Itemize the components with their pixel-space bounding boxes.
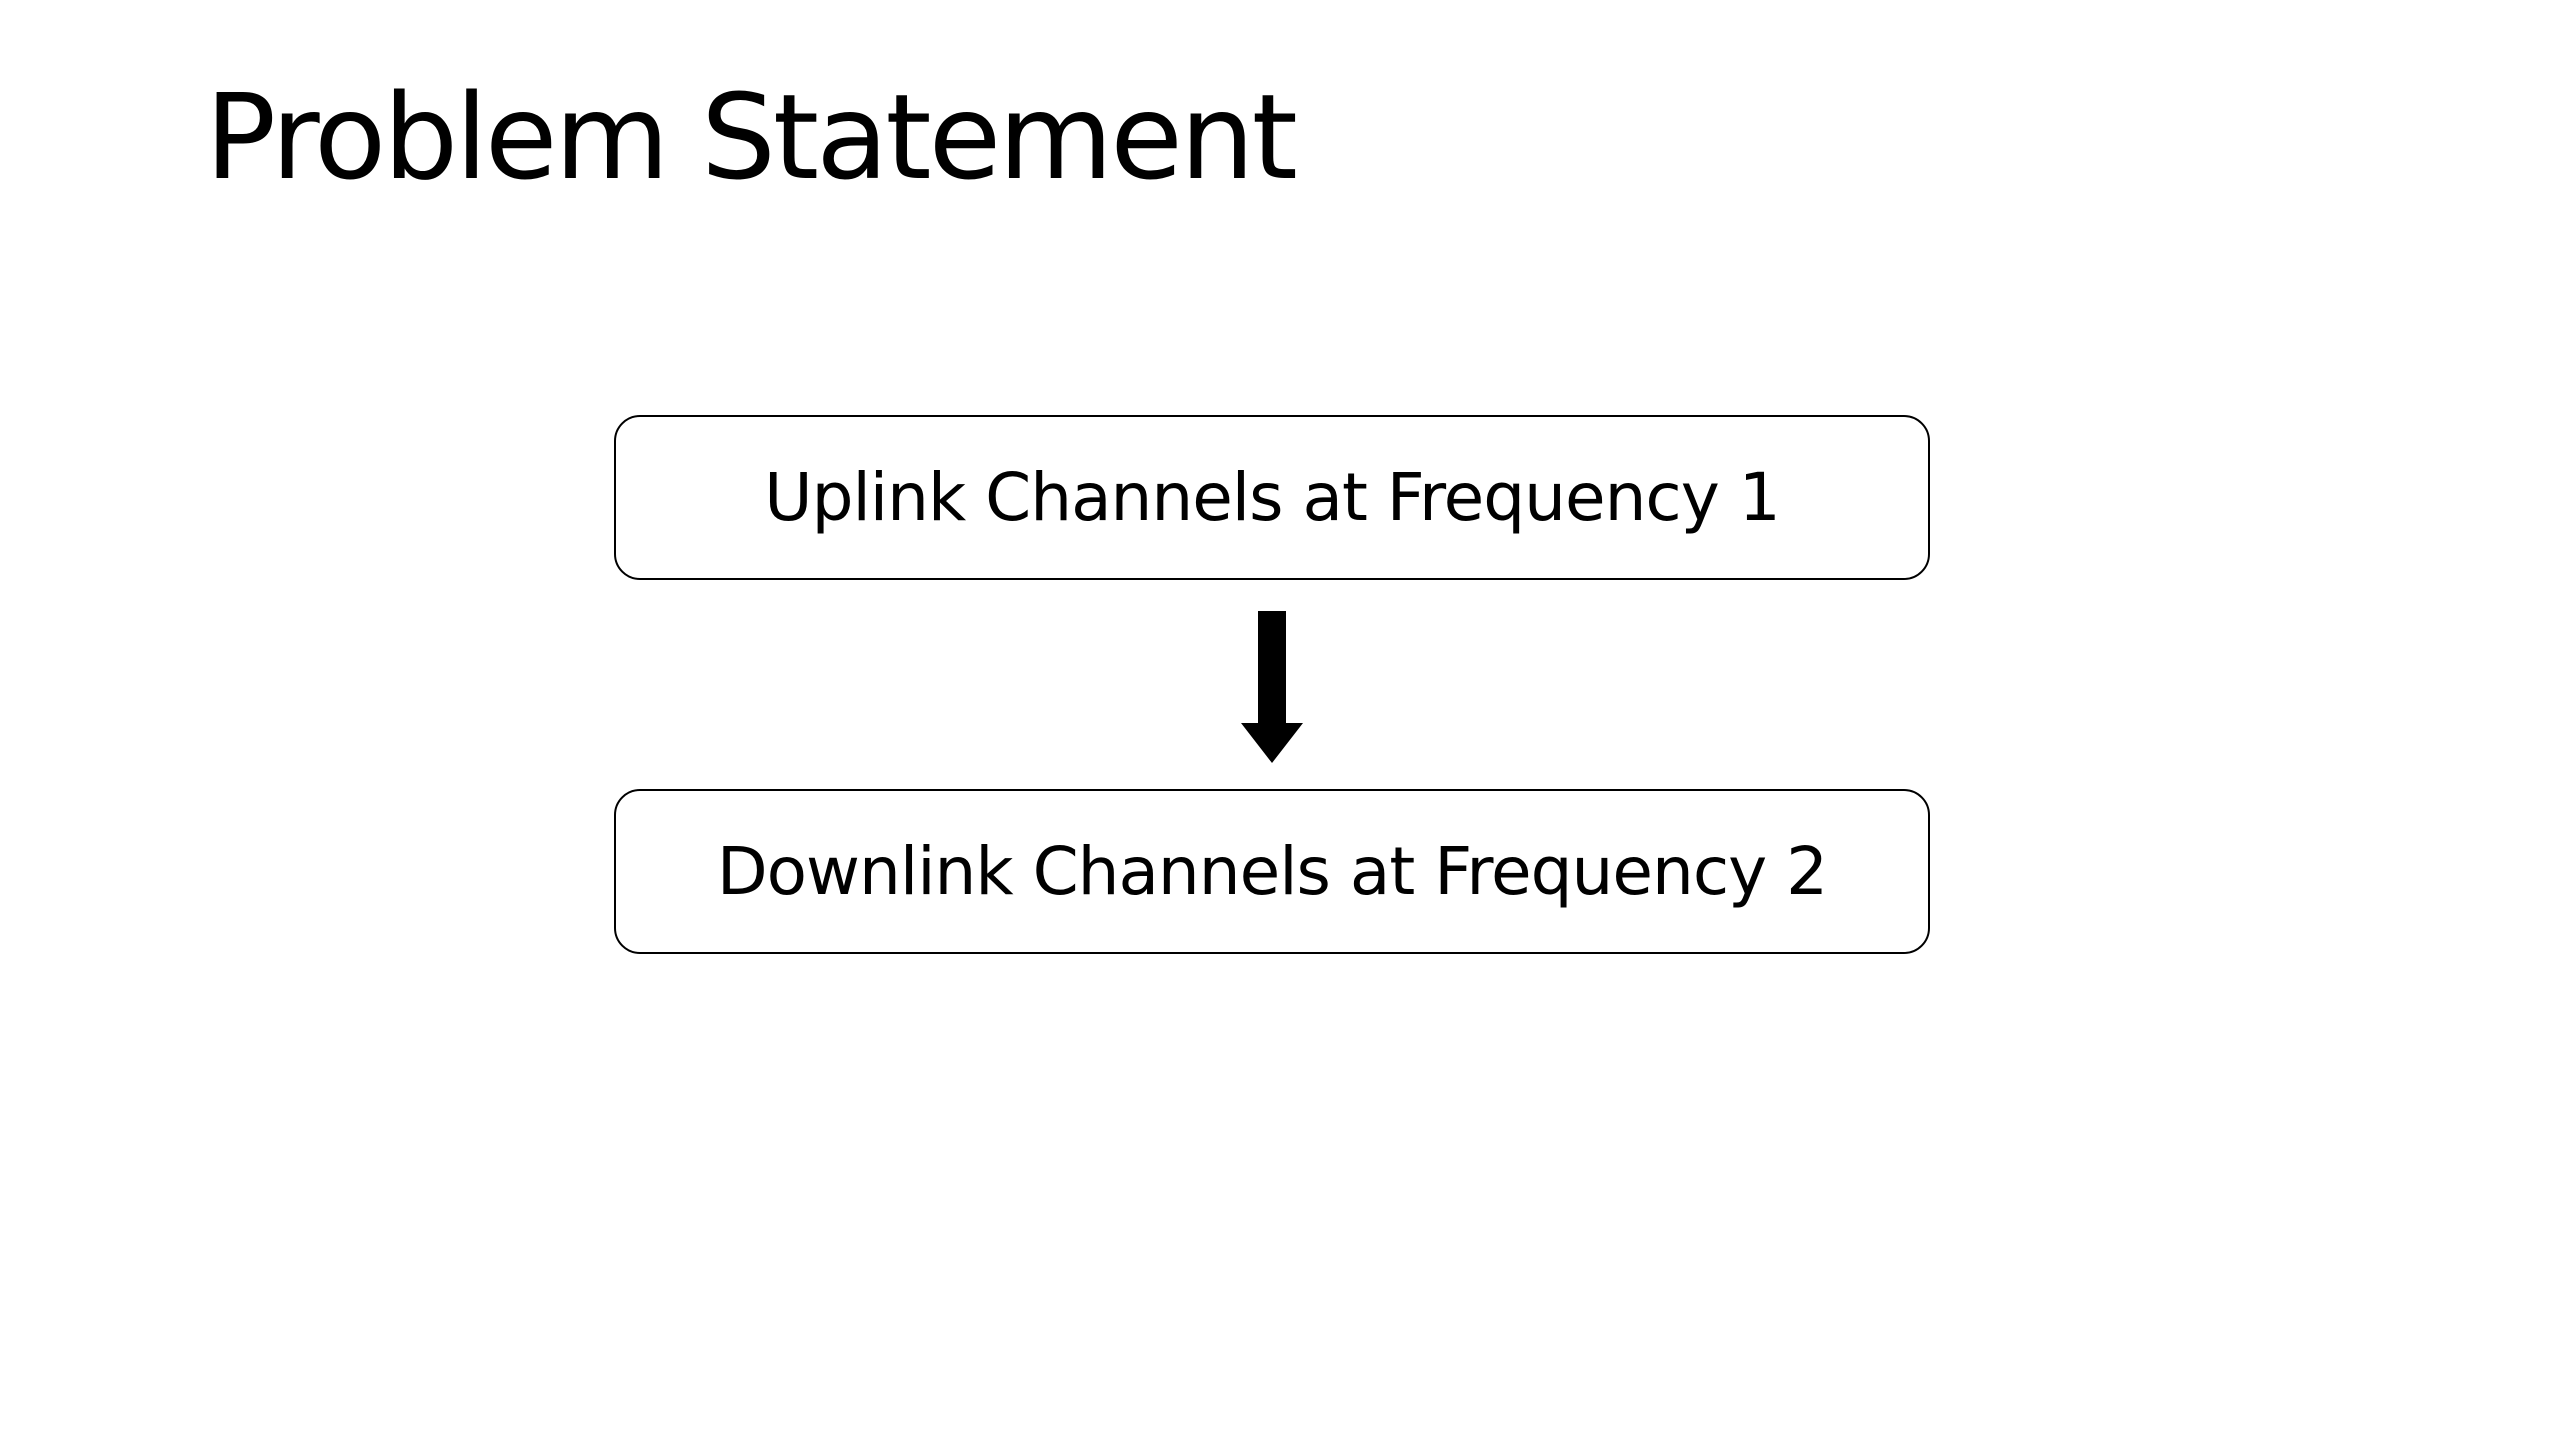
- downlink-channels-box: Downlink Channels at Frequency 2: [614, 789, 1930, 954]
- down-arrow-icon: [1241, 611, 1303, 763]
- slide-title: Problem Statement: [205, 68, 1298, 206]
- downlink-channels-label: Downlink Channels at Frequency 2: [716, 833, 1828, 910]
- uplink-channels-box: Uplink Channels at Frequency 1: [614, 415, 1930, 580]
- arrow-shape: [1241, 611, 1303, 763]
- uplink-channels-label: Uplink Channels at Frequency 1: [764, 459, 1780, 536]
